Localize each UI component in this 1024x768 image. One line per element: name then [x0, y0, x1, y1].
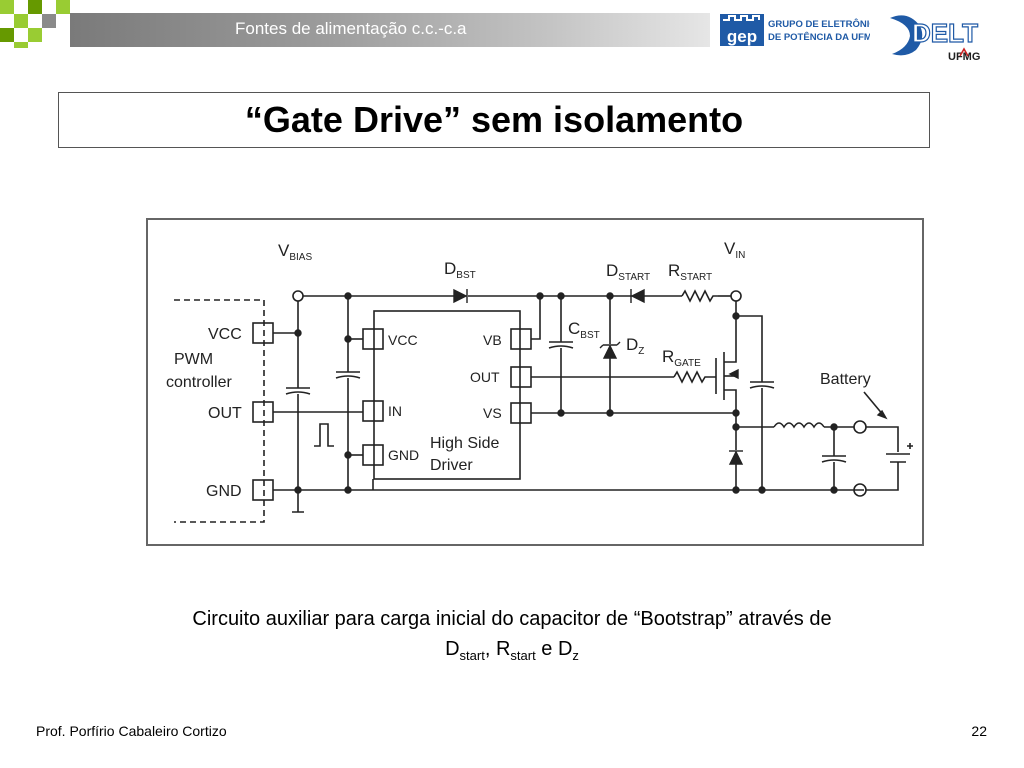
capacitor-vbias	[285, 387, 311, 395]
pulse-icon	[314, 423, 334, 447]
label-pwm-line1: PWM	[174, 351, 213, 368]
caption-line2: Dstart, Rstart e Dz	[445, 638, 579, 663]
svg-text:DBST: DBST	[444, 259, 476, 281]
delt-logo-sub: UFMG	[948, 51, 980, 63]
label-pwm-out: OUT	[208, 405, 242, 422]
label-dz: D	[626, 335, 638, 354]
caption-line1: Circuito auxiliar para carga inicial do …	[192, 608, 832, 630]
header-bar: Fontes de alimentação c.c.-c.a	[0, 0, 1024, 48]
decor-square	[42, 14, 56, 28]
gep-logo: gep GRUPO DE ELETRÔNICA DE POTÊNCIA DA U…	[720, 14, 870, 46]
footer-author: Prof. Porfírio Cabaleiro Cortizo	[36, 723, 227, 739]
gep-logo-text: gep	[727, 27, 757, 46]
header-gradient	[70, 13, 710, 47]
driver-pin-out	[510, 366, 532, 388]
decor-square	[14, 14, 28, 28]
driver-pin-vcc	[362, 328, 384, 350]
label-driver-vs: VS	[483, 405, 502, 421]
svg-text:RSTART: RSTART	[668, 261, 712, 283]
pwm-pin-vcc	[252, 322, 274, 344]
decor-square	[28, 0, 42, 14]
label-dstart: D	[606, 261, 618, 280]
label-pwm-gnd: GND	[206, 483, 242, 500]
label-driver-vb: VB	[483, 332, 502, 348]
delt-logo-text: DELT	[912, 18, 978, 48]
inductor	[773, 422, 825, 429]
label-rstart: R	[668, 261, 680, 280]
label-driver-gnd: GND	[388, 447, 419, 463]
svg-text:RGATE: RGATE	[662, 347, 701, 369]
decor-square	[28, 28, 42, 42]
svg-text:DZ: DZ	[626, 335, 644, 357]
pwm-controller-box	[174, 299, 265, 523]
battery-symbol	[886, 453, 910, 463]
label-dbst: D	[444, 259, 456, 278]
title-box: “Gate Drive” sem isolamento	[58, 92, 930, 148]
driver-pin-vs	[510, 402, 532, 424]
diode-freewheel	[728, 450, 744, 465]
capacitor-input	[749, 381, 775, 389]
label-rgate: R	[662, 347, 674, 366]
label-vin: V	[724, 239, 736, 258]
label-driver-name2: Driver	[430, 457, 473, 474]
delt-logo: DELT UFMG	[890, 15, 980, 63]
label-pwm-vcc: VCC	[208, 326, 242, 343]
label-driver-name1: High Side	[430, 435, 499, 452]
vbias-terminal	[292, 290, 304, 302]
label-driver-vcc: VCC	[388, 332, 418, 348]
page-number: 22	[971, 723, 987, 739]
gep-logo-line2: DE POTÊNCIA DA UFMG	[768, 31, 870, 43]
svg-text:VBIAS: VBIAS	[278, 241, 312, 263]
capacitor-cbst	[548, 341, 574, 349]
capacitor-vcc	[335, 371, 361, 379]
circuit-diagram: VBIAS DBST DSTART RSTART VIN CBST DZ RGA…	[166, 239, 913, 523]
label-cbst: C	[568, 319, 580, 338]
resistor-rstart	[681, 289, 718, 303]
battery-terminal-pos	[853, 420, 867, 434]
pwm-pin-out	[252, 401, 274, 423]
header-title: Fontes de alimentação c.c.-c.a	[235, 19, 467, 38]
driver-pin-vb	[510, 328, 532, 350]
label-battery: Battery	[820, 371, 871, 388]
label-driver-in: IN	[388, 403, 402, 419]
label-pwm-line2: controller	[166, 374, 232, 391]
mosfet	[724, 348, 737, 413]
driver-pin-gnd	[362, 444, 384, 466]
caption: Circuito auxiliar para carga inicial do …	[80, 604, 944, 671]
driver-box	[373, 310, 521, 480]
diode-dstart	[630, 288, 645, 304]
decor-square	[0, 28, 14, 42]
driver-pin-in	[362, 400, 384, 422]
vin-terminal	[730, 290, 742, 302]
decor-square	[0, 0, 14, 14]
decor-square	[14, 42, 28, 48]
pwm-pin-gnd	[252, 479, 274, 501]
svg-text:CBST: CBST	[568, 319, 600, 341]
diode-dz	[602, 344, 618, 359]
diode-dbst	[453, 288, 468, 304]
resistor-rgate	[673, 370, 716, 384]
page-title: “Gate Drive” sem isolamento	[244, 99, 744, 140]
circuit-diagram-frame: VBIAS DBST DSTART RSTART VIN CBST DZ RGA…	[146, 218, 924, 546]
decor-square	[56, 0, 70, 14]
label-vbias: V	[278, 241, 290, 260]
svg-text:DSTART: DSTART	[606, 261, 650, 283]
svg-text:VIN: VIN	[724, 239, 745, 261]
capacitor-output	[821, 455, 847, 463]
gep-logo-line1: GRUPO DE ELETRÔNICA	[768, 18, 870, 30]
label-driver-out: OUT	[470, 369, 500, 385]
delt-logo-swoosh	[890, 15, 923, 56]
